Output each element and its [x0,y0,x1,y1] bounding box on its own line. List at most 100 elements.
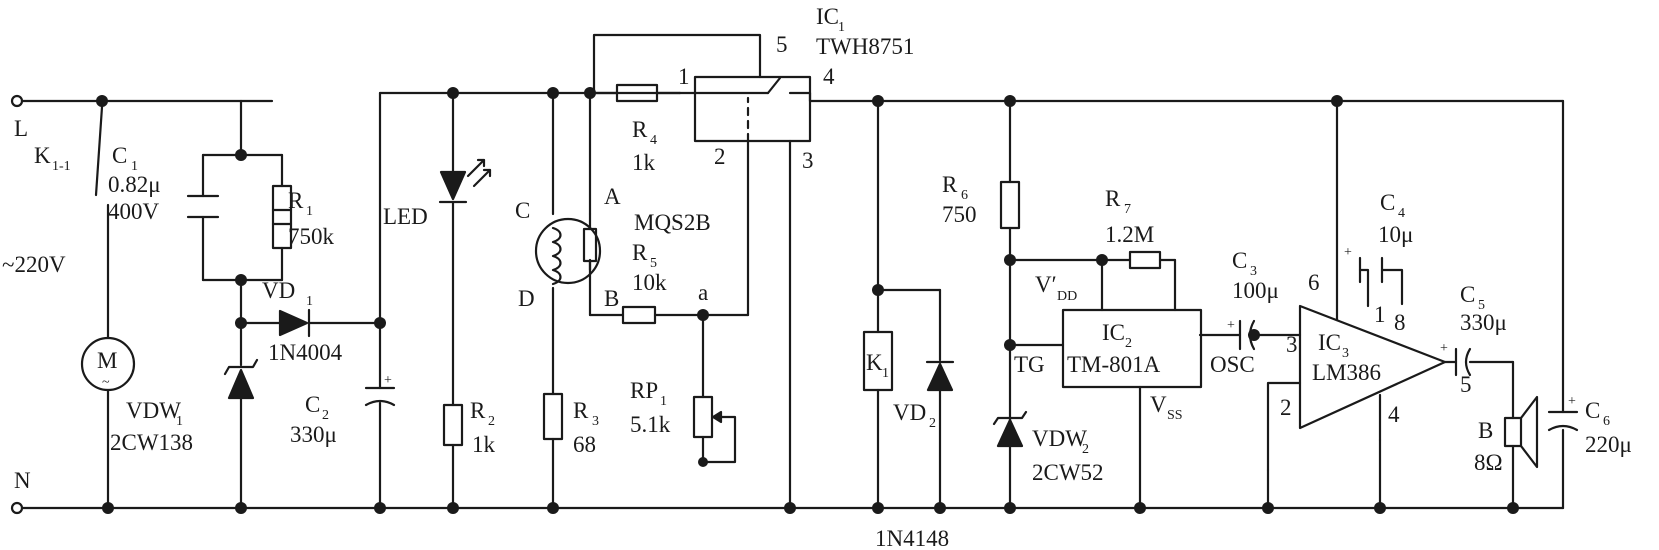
c2-ref: C [305,392,320,417]
r3-ref: R [573,398,589,423]
zener-vdw2: VDW 2 2CW52 [992,410,1104,485]
ic3-pin-2: 2 [1280,395,1292,420]
speaker-b: B 8Ω [1474,395,1539,475]
c6-plus: + [1568,394,1576,409]
sensor-part: MQS2B [634,210,711,235]
c2-value: 330μ [290,422,337,447]
c3-ref: C [1232,248,1247,273]
c6-sub: 6 [1603,414,1610,429]
r6-sub: 6 [961,188,968,203]
ic1-pin-1: 1 [678,64,690,89]
r3-value: 68 [573,432,596,457]
r1-value: 750k [288,224,335,249]
c1-voltage: 400V [108,199,160,224]
label-supply: ~220V [2,252,66,277]
capacitor-c2: + C 2 330μ [290,373,396,447]
vdw2-sub: 2 [1082,442,1089,457]
ic2-vdd: V′ [1035,272,1057,297]
ic2-vdd-sub: DD [1057,289,1077,304]
ic1-sub: 1 [838,20,845,35]
rp1-sub: 1 [660,394,667,409]
vdw1-sub: 1 [176,414,183,429]
r4-sub: 4 [650,133,657,148]
speaker-ref: B [1478,418,1493,443]
rp1-ref: RP [630,378,658,403]
ic2-tm801a: IC 2 TM-801A V′ DD TG OSC V SS [1014,272,1255,423]
r7-sub: 7 [1124,202,1131,217]
c3-value: 100μ [1232,278,1279,303]
label-n: N [14,468,31,493]
resistor-r5: R 5 10k [621,240,667,325]
motor-m: M ~ [80,336,136,392]
r2-sub: 2 [488,414,495,429]
capacitor-c6: + C 6 220μ [1547,394,1632,457]
ic3-pin-8: 8 [1394,310,1406,335]
r4-value: 1k [632,150,656,175]
resistor-r1: R 1 750k [271,184,335,250]
vd2-sub: 2 [929,416,936,431]
r3-sub: 3 [592,414,599,429]
motor-sym: ~ [102,375,110,390]
k1-sub: 1 [882,366,889,381]
terminal-l: L [10,94,28,141]
ic2-vss-sub: SS [1167,408,1183,423]
sensor-pin-d: D [518,286,535,311]
vdw2-ref: VDW [1032,426,1087,451]
r4-ref: R [632,117,648,142]
r5-sub: 5 [650,256,657,271]
r5-value: 10k [632,270,667,295]
ic3-pin-3: 3 [1286,332,1298,357]
diode-vd2: VD 2 1N4148 [875,360,955,550]
resistor-r7: R 7 1.2M [1105,186,1162,270]
c6-ref: C [1585,398,1600,423]
r6-ref: R [942,172,958,197]
potentiometer-rp1: a RP 1 5.1k [630,280,737,467]
ic1-twh8751: IC 1 TWH8751 1 2 3 4 5 [678,4,914,173]
resistor-r4: R 4 1k [615,83,682,175]
vdw1-part: 2CW138 [110,430,193,455]
ic1-pin-5: 5 [776,32,788,57]
diode-vd1: VD 1 1N4004 [262,278,343,365]
ic2-part: TM-801A [1067,352,1161,377]
k1-ref: K [866,350,883,375]
r7-value: 1.2M [1105,222,1154,247]
wires [20,33,1565,510]
vd1-ref: VD [262,278,295,303]
ic1-part: TWH8751 [816,34,914,59]
k11-ref: K [34,143,51,168]
vd1-part: 1N4004 [268,340,343,365]
motor-ref: M [97,348,117,373]
ic3-pin-1: 1 [1374,302,1386,327]
terminal-n: N [10,468,31,515]
sensor-pin-b: B [604,286,619,311]
c4-ref: C [1380,190,1395,215]
ic3-part: LM386 [1312,360,1381,385]
resistor-r3: R 3 68 [542,392,599,457]
capacitor-c1: C 1 0.82μ 400V [108,143,220,224]
ic1-pin-3: 3 [802,148,814,173]
relay-coil-k1: K 1 [862,330,894,392]
c1-ref: C [112,143,127,168]
ic2-vss: V [1150,392,1167,417]
k11-sub: 1-1 [52,159,71,174]
c4-value: 10μ [1378,222,1413,247]
gas-sensor-mqs2b: C A D B MQS2B [515,184,711,311]
c2-plus: + [384,373,392,388]
c5-ref: C [1460,282,1475,307]
vd2-ref: VD [893,400,926,425]
r7-ref: R [1105,186,1121,211]
ic3-ref: IC [1318,330,1341,355]
sensor-pin-a: A [604,184,621,209]
ic2-tg: TG [1014,352,1045,377]
label-l: L [14,116,28,141]
ic2-sub: 2 [1125,336,1132,351]
junction-dots [96,87,1519,514]
c2-sub: 2 [322,408,329,423]
c5-sub: 5 [1478,298,1485,313]
ic1-ref: IC [816,4,839,29]
resistor-r2: R 2 1k [442,398,496,457]
zener-vdw1: VDW 1 2CW138 [110,358,259,455]
capacitor-c4: + C 4 10μ [1344,190,1413,284]
c4-sub: 4 [1398,206,1405,221]
r2-value: 1k [472,432,496,457]
